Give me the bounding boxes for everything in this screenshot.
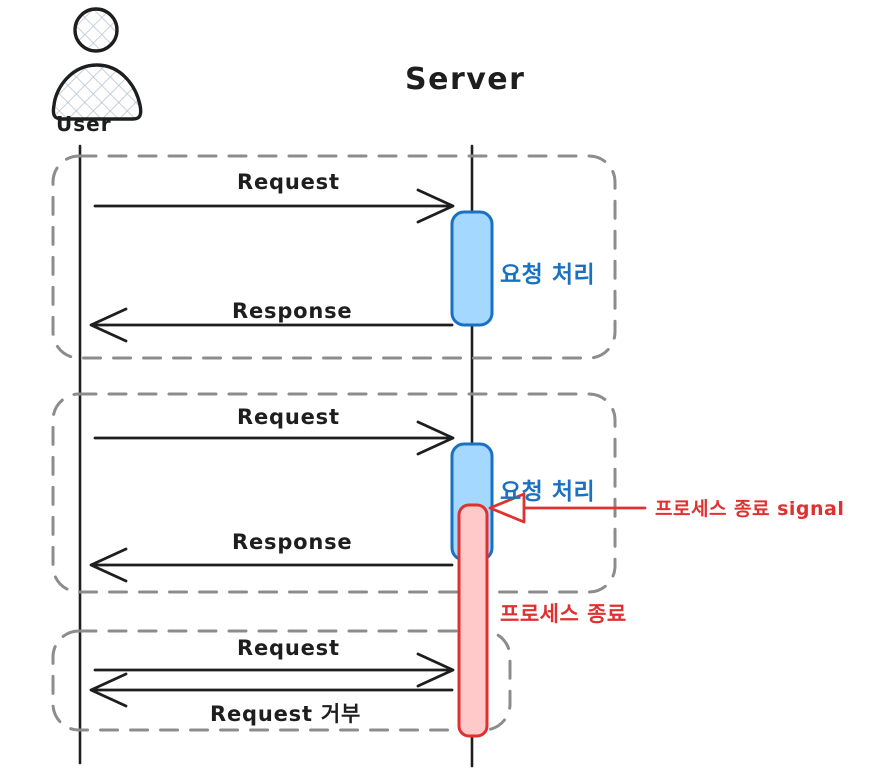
terminate-box bbox=[457, 503, 489, 738]
group-frame-1 bbox=[51, 154, 617, 360]
terminate-signal-arrow bbox=[488, 492, 647, 524]
message-arrow-reject-3 bbox=[89, 672, 454, 708]
user-actor-icon bbox=[51, 7, 143, 121]
message-arrow-request-3 bbox=[93, 652, 455, 688]
message-arrow-request-1 bbox=[93, 188, 455, 224]
message-arrow-response-1 bbox=[89, 307, 454, 343]
message-arrow-response-2 bbox=[89, 547, 454, 583]
group-frame-3 bbox=[51, 629, 512, 732]
group-frame-2 bbox=[51, 392, 617, 594]
message-arrow-request-2 bbox=[93, 420, 455, 456]
activation-box-1 bbox=[450, 210, 494, 327]
